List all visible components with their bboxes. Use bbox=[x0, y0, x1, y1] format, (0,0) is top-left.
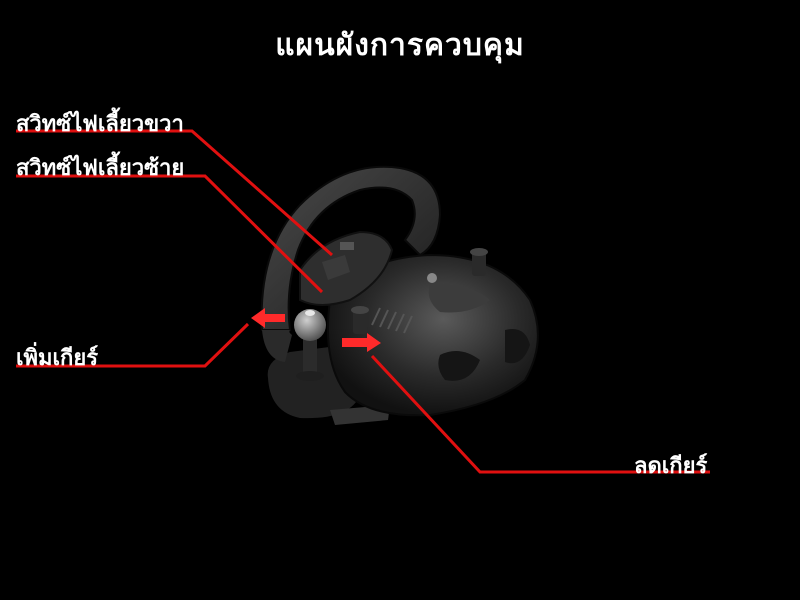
leader-line-shift-up bbox=[16, 322, 250, 368]
diagram-title: แผนผังการควบคุม bbox=[275, 28, 525, 63]
label-turn-right-switch: สวิทซ์ไฟเลี้ยวขวา bbox=[16, 112, 184, 137]
steering-wheel-image bbox=[260, 165, 539, 425]
label-shift-down: ลดเกียร์ bbox=[634, 454, 708, 479]
label-shift-up: เพิ่มเกียร์ bbox=[16, 346, 99, 371]
shift-up-arrow bbox=[251, 308, 285, 328]
shift-down-arrow bbox=[342, 333, 381, 352]
label-turn-left-switch: สวิทซ์ไฟเลี้ยวซ้าย bbox=[16, 156, 185, 181]
leader-line-left-switch bbox=[16, 174, 324, 294]
leader-line-shift-down bbox=[370, 354, 710, 474]
leader-line-right-switch bbox=[16, 129, 333, 257]
